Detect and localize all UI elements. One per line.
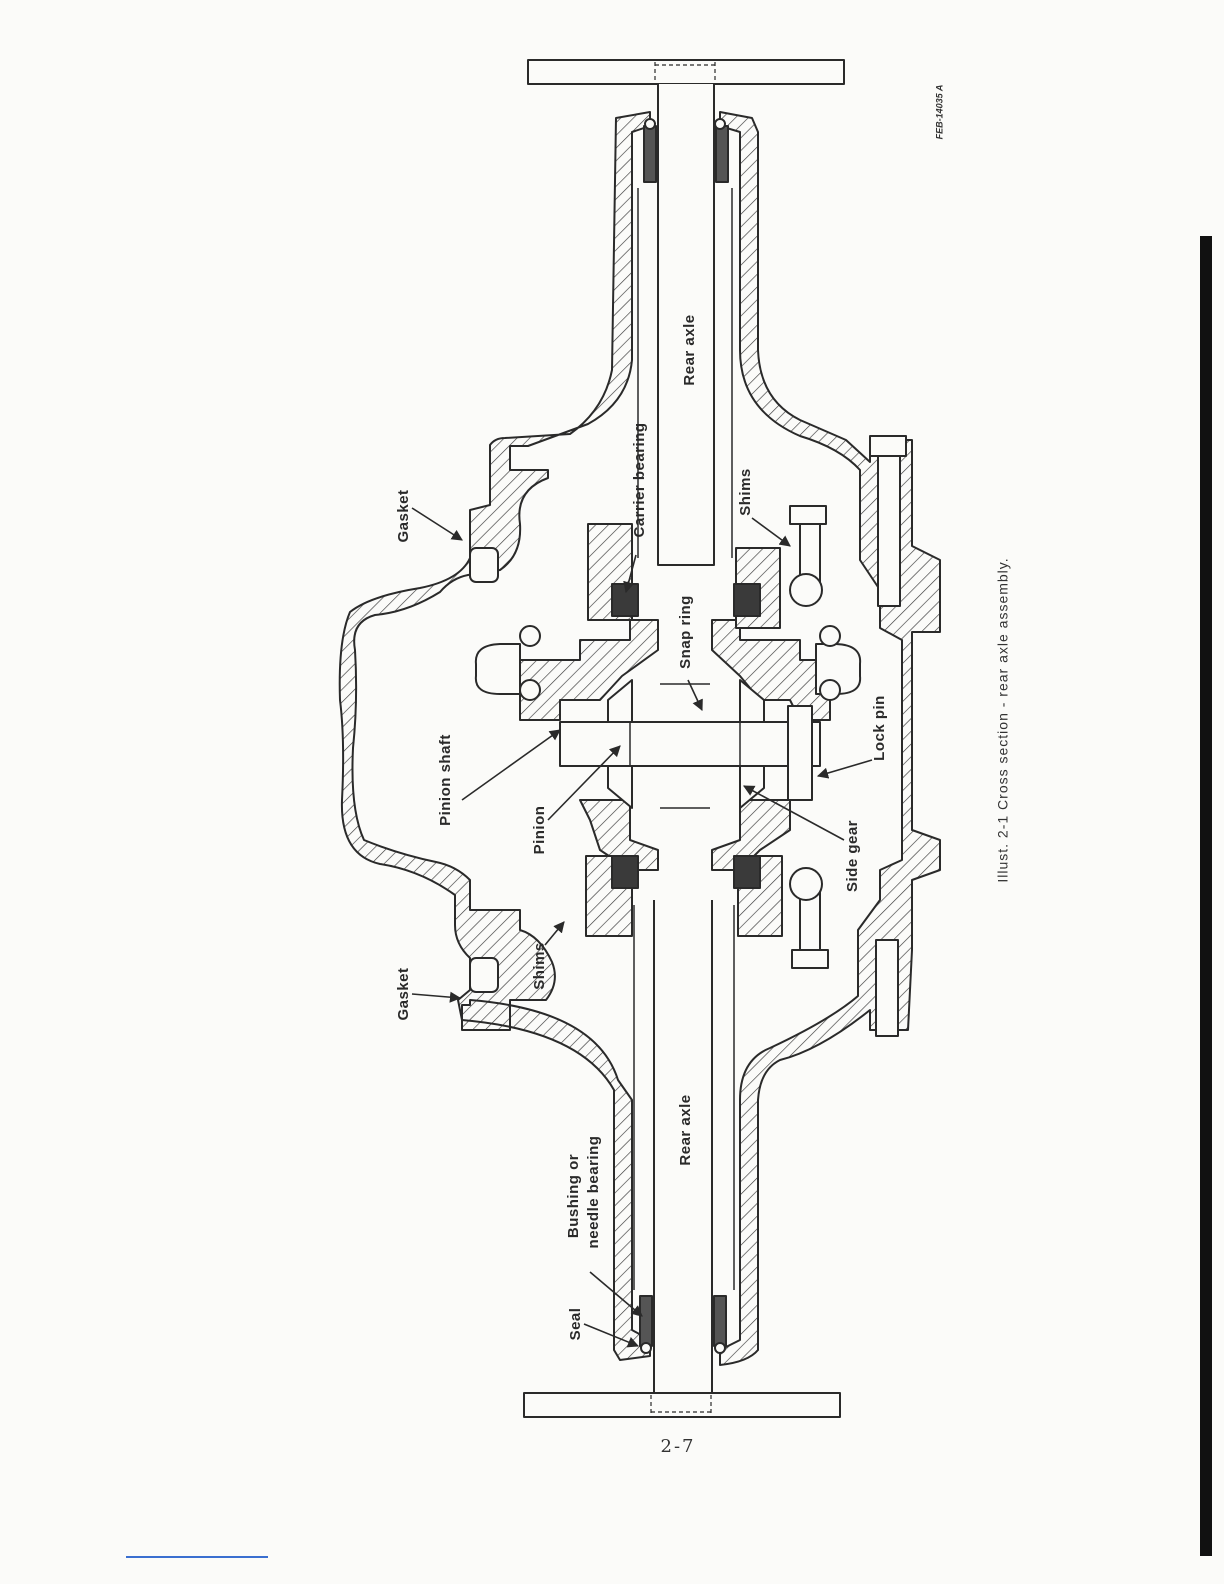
label-carrier-bearing: Carrier bearing (631, 422, 648, 537)
leader-pinion-shaft (462, 730, 560, 800)
label-gasket-bottom: Gasket (395, 967, 412, 1020)
gasket-plug-top (470, 548, 498, 582)
label-rear-axle-bottom: Rear axle (677, 1094, 694, 1165)
leader-shims-right (752, 518, 790, 546)
carrier-bearing-top-right (734, 548, 780, 628)
label-side-gear: Side gear (844, 820, 861, 892)
label-shims-left: Shims (531, 942, 548, 990)
label-bushing-line2: needle bearing (585, 1136, 602, 1249)
label-pinion: Pinion (531, 806, 548, 855)
seal-bottom-left (640, 1296, 652, 1346)
wheel-flange-bottom (524, 1393, 840, 1417)
cover-bolt-bottom (876, 940, 898, 1036)
leader-shims-left (545, 922, 564, 945)
label-gasket-top: Gasket (395, 489, 412, 542)
label-rear-axle-top: Rear axle (681, 314, 698, 385)
carrier-bearing-bottom-right (734, 856, 782, 936)
leader-gasket-top (412, 508, 462, 540)
figure-id: FEB-14035 A (934, 85, 944, 140)
wheel-flange-top (528, 60, 844, 84)
label-bushing-line1: Bushing or (565, 1154, 582, 1238)
ring-gear-bolt-left (476, 644, 520, 694)
seal-top-right (716, 126, 728, 182)
seal-bottom-right (714, 1296, 726, 1346)
leader-lock-pin (818, 760, 872, 776)
pinion-shaft (560, 722, 820, 766)
label-seal: Seal (567, 1308, 584, 1341)
gasket-plug-bottom (470, 958, 498, 992)
page-number: 2-7 (656, 1436, 700, 1457)
page-edge-bar (1200, 236, 1212, 1556)
carrier-bearing-bottom-left (586, 856, 638, 936)
label-snap-ring: Snap ring (677, 595, 694, 669)
label-pinion-shaft: Pinion shaft (437, 734, 454, 826)
lock-pin (788, 706, 812, 800)
label-shims-right: Shims (737, 468, 754, 516)
leader-gasket-bottom (412, 994, 460, 998)
label-lock-pin: Lock pin (871, 695, 888, 761)
figure-caption: Illust. 2-1 Cross section - rear axle as… (995, 557, 1011, 882)
seal-top-left (644, 126, 656, 182)
footer-rule (126, 1556, 268, 1558)
